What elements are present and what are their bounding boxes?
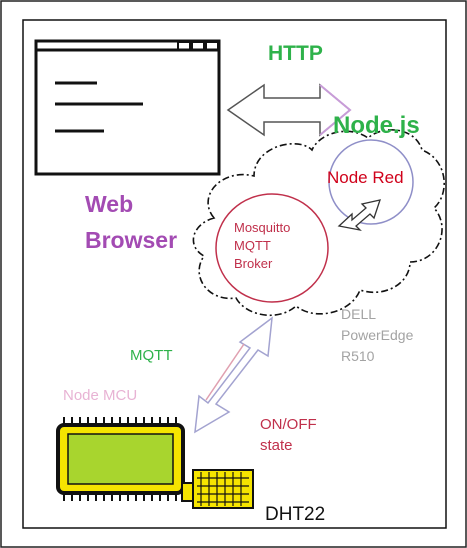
browser-window-icon [34, 39, 221, 176]
on-off-state-label: ON/OFF state [260, 414, 317, 456]
mqtt-label: MQTT [130, 347, 173, 364]
server-label-line3: R510 [341, 348, 375, 364]
dht22-sensor-icon [181, 469, 254, 509]
server-label: DELL PowerEdge R510 [341, 304, 413, 367]
server-cloud [192, 129, 445, 316]
mosquitto-broker-label: Mosquitto MQTT Broker [234, 219, 290, 273]
state-label-line1: ON/OFF [260, 416, 317, 433]
mqtt-arrow-tint [205, 343, 245, 401]
inner-frame [22, 19, 447, 529]
mosquitto-broker-circle [215, 193, 329, 303]
node-red-circle [328, 139, 414, 225]
web-browser-label-line1: Web [85, 191, 134, 217]
dht22-label: DHT22 [265, 504, 326, 525]
http-label: HTTP [268, 42, 323, 65]
http-double-arrow [226, 83, 352, 137]
broker-label-line2: MQTT [234, 238, 271, 253]
web-browser-label-line2: Browser [85, 227, 178, 253]
server-label-line1: DELL [341, 306, 377, 322]
server-label-line2: PowerEdge [341, 327, 414, 343]
node-mcu-label: Node MCU [63, 387, 138, 404]
nodejs-label: Node.js [333, 112, 420, 139]
web-browser-label: Web Browser [85, 186, 177, 258]
broker-label-line1: Mosquitto [234, 220, 291, 235]
http-arrow-tint [319, 84, 352, 136]
broker-nodered-arrow [337, 199, 381, 232]
broker-label-line3: Broker [234, 256, 273, 271]
state-label-line2: state [260, 437, 293, 454]
node-red-label: Node Red [327, 168, 404, 187]
node-mcu-board [56, 417, 185, 501]
mqtt-double-arrow [194, 316, 273, 434]
